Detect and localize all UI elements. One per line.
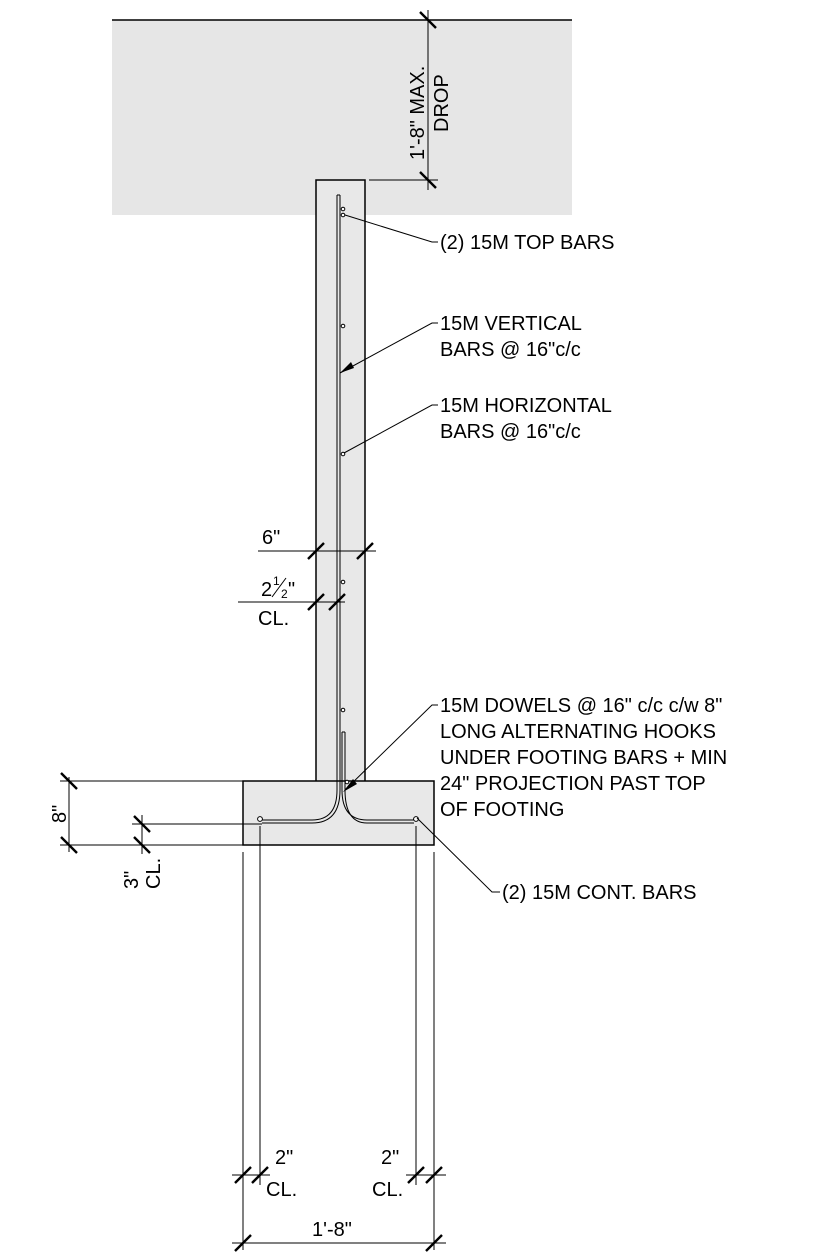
- horizontal-bars-label-line1: 15M HORIZONTAL: [440, 395, 612, 417]
- left-cover-value: 2": [275, 1147, 293, 1169]
- footing-depth-tick-top: [60, 772, 78, 790]
- vertical-bars-arrow: [340, 362, 354, 373]
- right-hook-inner: [344, 789, 414, 824]
- top-bars-label: (2) 15M TOP BARS: [440, 232, 615, 254]
- vertical-bars-leader: [339, 322, 438, 374]
- footing-cont-bar-left: [257, 816, 263, 822]
- horizontal-bar: [340, 707, 346, 713]
- footing-depth-label: 8": [49, 805, 71, 823]
- dowels-label-line4: 24" PROJECTION PAST TOP: [440, 773, 706, 795]
- footing-cover-cl: CL.: [143, 858, 165, 889]
- wall-thickness-tick-left: [307, 542, 325, 560]
- footing-depth-tick-bottom: [60, 836, 78, 854]
- dowels-label-line2: LONG ALTERNATING HOOKS: [440, 721, 716, 743]
- horizontal-bar: [344, 779, 350, 785]
- right-cover-value: 2": [381, 1147, 399, 1169]
- dowels-label-line3: UNDER FOOTING BARS + MIN: [440, 747, 727, 769]
- footing-width-label: 1'-8": [312, 1219, 352, 1241]
- vertical-bars-label-line2: BARS @ 16"c/c: [440, 339, 581, 361]
- wall-thickness-label: 6": [262, 527, 280, 549]
- horizontal-bars-leader: [343, 404, 438, 454]
- horizontal-bar: [340, 451, 346, 457]
- top-bar: [340, 206, 346, 212]
- left-hook: [262, 789, 338, 821]
- footing-width-tick-right: [425, 1234, 443, 1252]
- wall-cover-tick-left: [307, 593, 325, 611]
- wall-cover-unit: ": [288, 579, 295, 601]
- max-drop-label-line1: 1'-8" MAX.: [407, 66, 429, 160]
- wall-cover-whole: 2: [261, 579, 272, 601]
- max-drop-tick-top: [419, 11, 437, 29]
- vertical-bars-label-line1: 15M VERTICAL: [440, 313, 582, 335]
- footing-cover-tick-top: [133, 815, 151, 833]
- wall-cover-fraction-bar: [271, 577, 287, 598]
- top-bars-leader: [344, 214, 438, 243]
- footing-width-tick-left: [234, 1234, 252, 1252]
- footing-cover-tick-bottom: [133, 836, 151, 854]
- horizontal-bar: [340, 323, 346, 329]
- wall-thickness-tick-right: [356, 542, 374, 560]
- cont-bars-leader: [416, 817, 500, 893]
- max-drop-tick-bottom: [419, 171, 437, 189]
- wall-cover-denominator: 2: [281, 587, 288, 601]
- horizontal-bars-label-line2: BARS @ 16"c/c: [440, 421, 581, 443]
- dowels-label-line1: 15M DOWELS @ 16" c/c c/w 8": [440, 695, 722, 717]
- dowels-leader: [344, 704, 438, 791]
- horizontal-bar: [340, 579, 346, 585]
- wall-cover-cl: CL.: [258, 608, 289, 630]
- wall-cover-numerator: 1: [273, 574, 280, 588]
- wall-cover-tick-right: [328, 593, 346, 611]
- footing-cover-value: 3": [121, 871, 143, 889]
- dowels-arrow: [343, 779, 357, 792]
- footing: [242, 780, 435, 846]
- left-hook-inner: [262, 789, 341, 824]
- top-bar: [340, 212, 346, 218]
- right-cover-cl: CL.: [372, 1179, 403, 1201]
- right-cover-tick-1: [407, 1166, 425, 1184]
- dowels-label-line5: OF FOOTING: [440, 799, 564, 821]
- right-cover-tick-2: [425, 1166, 443, 1184]
- left-cover-tick-1: [234, 1166, 252, 1184]
- left-cover-tick-2: [251, 1166, 269, 1184]
- max-drop-label-line2: DROP: [431, 74, 453, 132]
- cont-bars-label: (2) 15M CONT. BARS: [502, 882, 696, 904]
- left-cover-cl: CL.: [266, 1179, 297, 1201]
